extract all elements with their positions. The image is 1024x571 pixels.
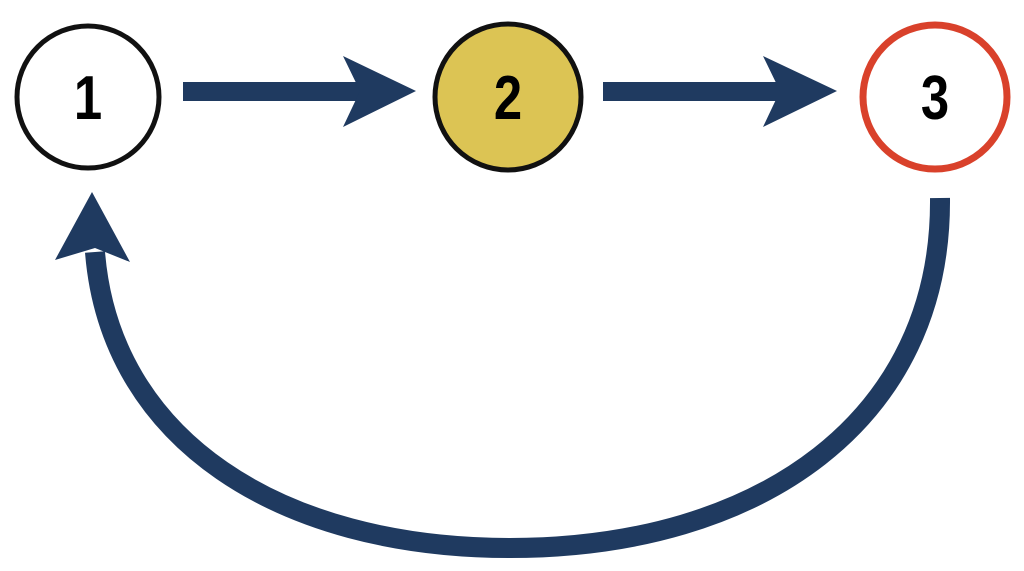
node-2-label: 2 <box>494 64 522 133</box>
arrow-3-to-1 <box>55 192 951 559</box>
node-3-label: 3 <box>921 64 949 133</box>
arrow-2-to-3 <box>603 56 837 127</box>
node-2: 2 <box>432 21 584 173</box>
node-3: 3 <box>859 21 1011 173</box>
node-1-label: 1 <box>74 64 102 133</box>
node-1: 1 <box>14 23 162 171</box>
arrow-1-to-2 <box>183 56 416 127</box>
